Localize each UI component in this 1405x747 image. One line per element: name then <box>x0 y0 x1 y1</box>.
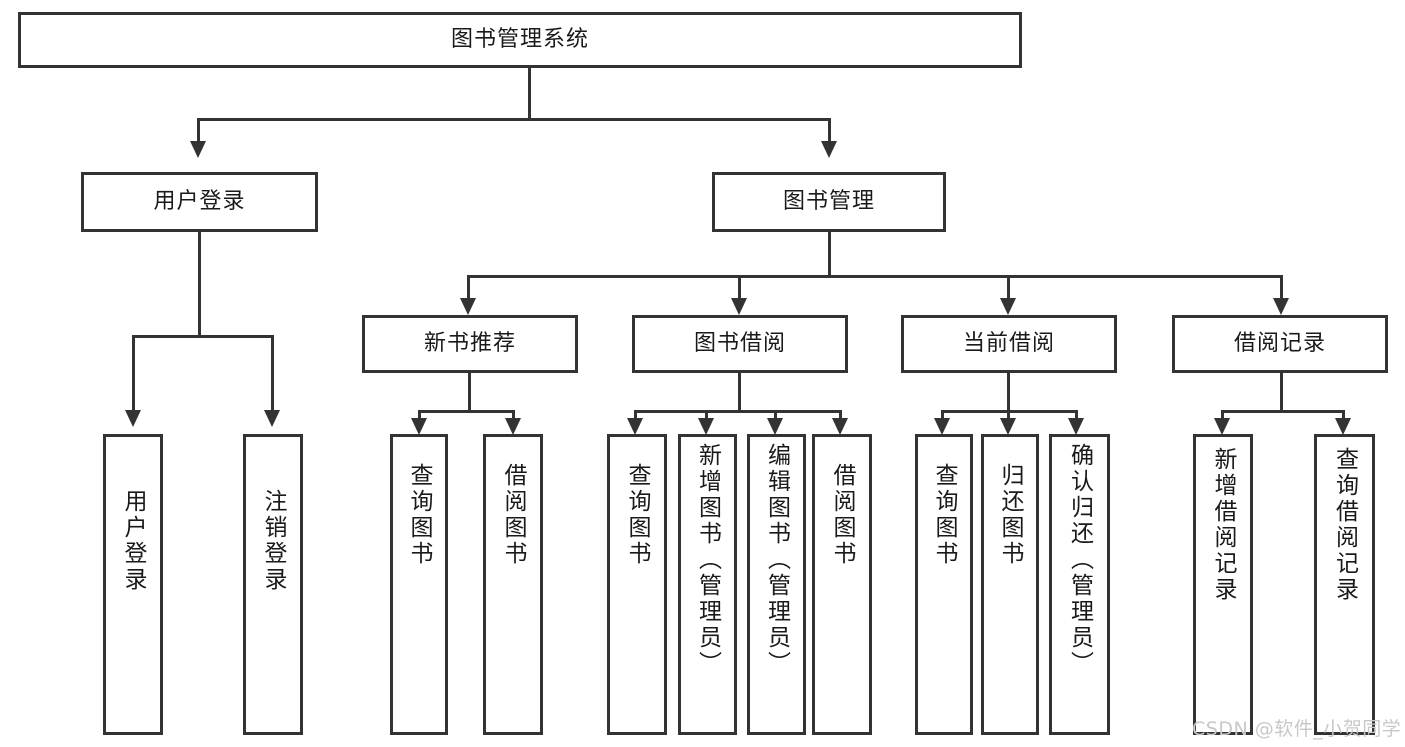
connector-user-login-stem <box>198 232 201 335</box>
connector-new-book-bus <box>418 410 515 413</box>
node-root-book-management-system[interactable]: 图书管理系统 <box>18 12 1022 68</box>
leaf-book-borrow-edit-book-admin[interactable]: 编辑图书（管理员） <box>747 434 806 735</box>
connector-new-book-drop-2 <box>512 410 515 422</box>
connector-book-borrow-drop-1 <box>634 410 637 422</box>
connector-user-login-drop-2 <box>271 335 274 410</box>
arrowhead-borrow-record-leaf-1 <box>1214 418 1230 435</box>
leaf-current-borrow-query-books[interactable]: 查询图书 <box>915 434 973 735</box>
arrowhead-user-login-leaf-2 <box>264 410 280 427</box>
arrowhead-new-book-leaf-1 <box>411 418 427 435</box>
leaf-borrow-record-add-record[interactable]: 新增借阅记录 <box>1193 434 1253 735</box>
node-borrow-record[interactable]: 借阅记录 <box>1172 315 1388 373</box>
connector-level2-drop-4 <box>1280 275 1283 298</box>
arrowhead-to-borrow-record <box>1273 298 1289 315</box>
arrowhead-book-borrow-leaf-1 <box>627 418 643 435</box>
leaf-borrow-record-query-record[interactable]: 查询借阅记录 <box>1314 434 1375 735</box>
watermark-csdn: CSDN @软件_小贺同学 <box>1192 718 1402 740</box>
arrowhead-user-login-leaf-1 <box>125 410 141 427</box>
connector-book-borrow-stem <box>738 373 741 410</box>
leaf-current-borrow-confirm-return-admin[interactable]: 确认归还（管理员） <box>1049 434 1110 735</box>
arrowhead-book-borrow-leaf-4 <box>832 418 848 435</box>
connector-level2-drop-1 <box>467 275 470 298</box>
connector-current-borrow-drop-2 <box>1007 410 1010 422</box>
arrowhead-borrow-record-leaf-2 <box>1335 418 1351 435</box>
connector-new-book-drop-1 <box>418 410 421 422</box>
arrowhead-current-borrow-leaf-2 <box>1000 418 1016 435</box>
connector-book-borrow-drop-2 <box>705 410 708 422</box>
leaf-book-borrow-borrow-books[interactable]: 借阅图书 <box>812 434 872 735</box>
connector-user-login-bus <box>132 335 274 338</box>
node-current-borrow[interactable]: 当前借阅 <box>901 315 1117 373</box>
connector-current-borrow-drop-1 <box>941 410 944 422</box>
connector-book-borrow-bus <box>634 410 842 413</box>
leaf-new-book-query-books[interactable]: 查询图书 <box>390 434 448 735</box>
connector-level1-drop-user-login <box>197 118 200 141</box>
node-book-management[interactable]: 图书管理 <box>712 172 946 232</box>
connector-root-stem <box>528 68 531 118</box>
node-book-borrow[interactable]: 图书借阅 <box>632 315 848 373</box>
connector-current-borrow-stem <box>1007 373 1010 410</box>
connector-new-book-stem <box>468 373 471 410</box>
connector-level1-bus <box>197 118 831 121</box>
connector-book-borrow-drop-4 <box>839 410 842 422</box>
arrowhead-new-book-leaf-2 <box>505 418 521 435</box>
leaf-book-borrow-query-books[interactable]: 查询图书 <box>607 434 667 735</box>
arrowhead-to-book-borrow <box>731 298 747 315</box>
node-new-book-recommend[interactable]: 新书推荐 <box>362 315 578 373</box>
connector-user-login-drop-1 <box>132 335 135 410</box>
arrowhead-book-borrow-leaf-2 <box>698 418 714 435</box>
connector-level2-bus <box>467 275 1283 278</box>
connector-borrow-record-stem <box>1280 373 1283 410</box>
connector-borrow-record-drop-1 <box>1221 410 1224 422</box>
connector-level1-drop-book-management <box>828 118 831 141</box>
leaf-current-borrow-return-books[interactable]: 归还图书 <box>981 434 1039 735</box>
arrowhead-to-new-book-recommend <box>460 298 476 315</box>
arrowhead-current-borrow-leaf-1 <box>934 418 950 435</box>
leaf-book-borrow-add-book-admin[interactable]: 新增图书（管理员） <box>678 434 737 735</box>
arrowhead-to-book-management <box>821 141 837 158</box>
connector-borrow-record-bus <box>1221 410 1345 413</box>
arrowhead-book-borrow-leaf-3 <box>767 418 783 435</box>
arrowhead-to-current-borrow <box>1000 298 1016 315</box>
leaf-user-login-login[interactable]: 用户登录 <box>103 434 163 735</box>
arrowhead-to-user-login <box>190 141 206 158</box>
connector-book-management-stem <box>828 232 831 275</box>
leaf-user-login-logout[interactable]: 注销登录 <box>243 434 303 735</box>
node-user-login[interactable]: 用户登录 <box>81 172 318 232</box>
connector-current-borrow-drop-3 <box>1075 410 1078 422</box>
leaf-new-book-borrow-books[interactable]: 借阅图书 <box>483 434 543 735</box>
connector-book-borrow-drop-3 <box>774 410 777 422</box>
connector-level2-drop-2 <box>738 275 741 298</box>
connector-level2-drop-3 <box>1007 275 1010 298</box>
arrowhead-current-borrow-leaf-3 <box>1068 418 1084 435</box>
connector-borrow-record-drop-2 <box>1342 410 1345 422</box>
